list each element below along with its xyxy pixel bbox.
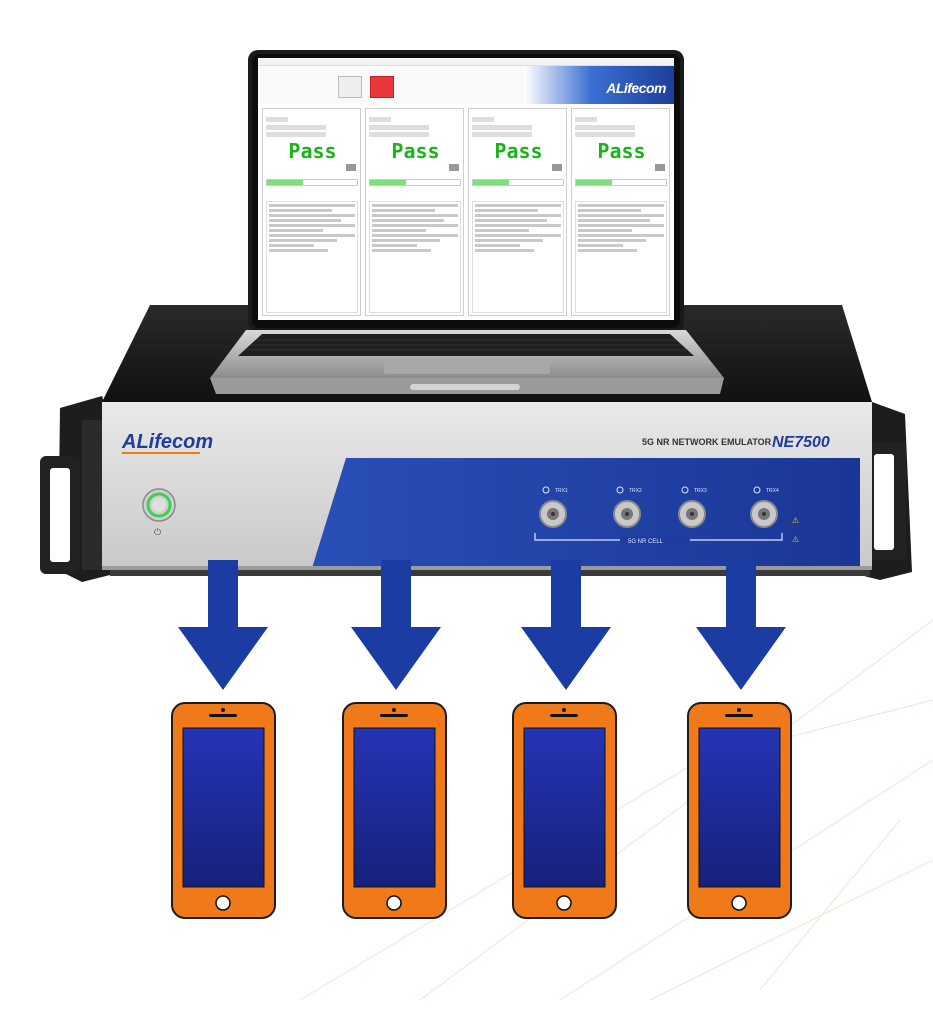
progress-bar	[266, 179, 358, 186]
test-result: Pass	[391, 139, 440, 163]
port-label: TRX1	[555, 488, 568, 494]
warning-icon: ⚠	[792, 516, 799, 525]
signal-arrows	[178, 560, 786, 690]
phone-3	[512, 702, 617, 919]
warning-icon: ⚠	[792, 535, 799, 544]
progress-bar	[472, 179, 564, 186]
device-panel: Pass	[468, 108, 567, 316]
arrow-down	[696, 560, 786, 690]
rack-handle-left	[40, 396, 110, 582]
model-number: NE7500	[772, 434, 830, 451]
product-name: 5G NR NETWORK EMULATOR	[642, 437, 772, 447]
rf-port-4[interactable]	[750, 500, 778, 528]
log-box	[266, 201, 358, 313]
rf-port-3[interactable]	[678, 500, 706, 528]
device-panel: Pass	[571, 108, 670, 316]
rack-handle-right	[860, 402, 912, 580]
clear-button[interactable]	[449, 164, 459, 171]
log-box	[369, 201, 461, 313]
brand-logo: ALifecom	[121, 431, 213, 453]
cell-label: 5G NR CELL	[628, 539, 664, 545]
app-banner: ALifecom	[524, 66, 674, 104]
test-result: Pass	[288, 139, 337, 163]
test-result: Pass	[597, 139, 646, 163]
power-button[interactable]	[142, 488, 176, 522]
arrow-down	[178, 560, 268, 690]
laptop-screen: ALifecom Pass Pass	[258, 58, 674, 320]
device-panel: Pass	[262, 108, 361, 316]
progress-bar	[575, 179, 667, 186]
phone-2	[342, 702, 447, 919]
port-label: TRX2	[629, 488, 642, 494]
test-result: Pass	[494, 139, 543, 163]
device-panel: Pass	[365, 108, 464, 316]
clear-button[interactable]	[346, 164, 356, 171]
window-titlebar	[258, 58, 674, 66]
port-label: TRX4	[766, 488, 779, 494]
arrow-down	[351, 560, 441, 690]
log-box	[472, 201, 564, 313]
clear-button[interactable]	[552, 164, 562, 171]
progress-bar	[369, 179, 461, 186]
mobile-phones	[171, 702, 792, 919]
phone-4	[687, 702, 792, 919]
port-label: TRX3	[694, 488, 707, 494]
laptop-trackpad	[384, 360, 550, 374]
power-icon: ⏻	[154, 527, 161, 538]
banner-logo: ALifecom	[606, 80, 666, 96]
start-button[interactable]	[338, 76, 362, 98]
log-box	[575, 201, 667, 313]
arrow-down	[521, 560, 611, 690]
device-panels: Pass Pass Pass	[262, 108, 672, 318]
phone-1	[171, 702, 276, 919]
rf-port-2[interactable]	[613, 500, 641, 528]
stop-button[interactable]	[370, 76, 394, 98]
rf-port-1[interactable]	[539, 500, 567, 528]
clear-button[interactable]	[655, 164, 665, 171]
